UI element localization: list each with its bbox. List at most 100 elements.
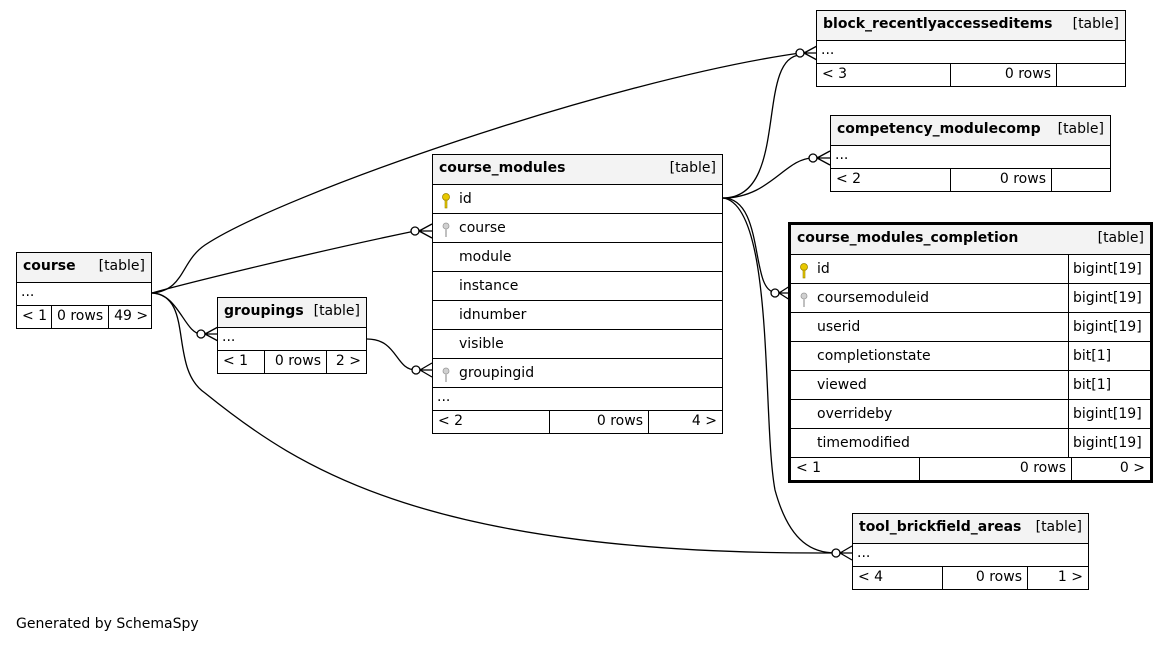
column-row: coursemoduleid bigint[19]: [791, 284, 1150, 313]
table-block-recentlyaccesseditems[interactable]: block_recentlyaccesseditems [table] ... …: [816, 10, 1126, 87]
row-count: 0 rows: [919, 458, 1071, 480]
table-footer: < 1 0 rows 49 >: [17, 306, 151, 328]
row-count: 0 rows: [549, 411, 648, 433]
column-name: timemodified: [817, 435, 910, 451]
table-competency-modulecomp[interactable]: competency_modulecomp [table] ... < 2 0 …: [830, 115, 1111, 192]
more-columns: ...: [433, 388, 722, 411]
column-type: bigint[19]: [1068, 400, 1150, 428]
table-footer: < 2 0 rows 4 >: [433, 411, 722, 433]
table-footer: < 3 0 rows: [817, 64, 1125, 86]
children-count: 4 >: [648, 411, 722, 433]
parents-count: < 2: [438, 413, 464, 429]
column-type: bigint[19]: [1068, 255, 1150, 283]
children-count: 49 >: [108, 306, 153, 328]
table-header: competency_modulecomp [table]: [831, 116, 1110, 146]
primary-key-icon: [799, 261, 809, 289]
column-name: completionstate: [817, 348, 931, 364]
table-type: [table]: [1057, 121, 1104, 137]
children-count: [1051, 169, 1110, 191]
foreign-key-icon: [441, 365, 451, 393]
table-header: groupings [table]: [218, 298, 366, 328]
column-name: instance: [459, 278, 519, 294]
table-footer: < 1 0 rows 2 >: [218, 351, 366, 373]
more-columns: ...: [853, 544, 1088, 567]
column-row: id: [433, 185, 722, 214]
column-name: id: [817, 261, 830, 277]
parents-count: < 3: [822, 66, 848, 82]
primary-key-icon: [441, 191, 451, 219]
column-row: userid bigint[19]: [791, 313, 1150, 342]
column-name: userid: [817, 319, 861, 335]
table-name: groupings: [224, 303, 304, 319]
children-count: 1 >: [1027, 567, 1088, 589]
table-type: [table]: [1097, 230, 1144, 246]
table-header: block_recentlyaccesseditems [table]: [817, 11, 1125, 41]
table-type: [table]: [669, 160, 716, 176]
table-footer: < 2 0 rows: [831, 169, 1110, 191]
table-name: course_modules: [439, 160, 566, 176]
column-name: course: [459, 220, 506, 236]
column-type: bigint[19]: [1068, 284, 1150, 312]
column-name: visible: [459, 336, 504, 352]
table-tool-brickfield-areas[interactable]: tool_brickfield_areas [table] ... < 4 0 …: [852, 513, 1089, 590]
row-count: 0 rows: [950, 64, 1056, 86]
table-name: block_recentlyaccesseditems: [823, 16, 1053, 32]
table-name: tool_brickfield_areas: [859, 519, 1022, 535]
more-columns: ...: [831, 146, 1110, 169]
table-course-modules-completion[interactable]: course_modules_completion [table] id big…: [788, 222, 1153, 483]
children-count: [1056, 64, 1125, 86]
row-count: 0 rows: [51, 306, 108, 328]
edge-course-course-modules: [151, 230, 416, 294]
table-footer: < 1 0 rows 0 >: [791, 458, 1150, 480]
children-count: 2 >: [326, 351, 366, 373]
column-row: overrideby bigint[19]: [791, 400, 1150, 429]
table-name: course: [23, 258, 76, 274]
edge-course-tool-brickfield-areas: [151, 292, 837, 554]
more-columns: ...: [817, 41, 1125, 64]
children-count: 0 >: [1071, 458, 1150, 480]
row-count: 0 rows: [942, 567, 1027, 589]
row-count: 0 rows: [950, 169, 1051, 191]
column-row: visible: [433, 330, 722, 359]
table-type: [table]: [98, 258, 145, 274]
more-columns: ...: [17, 283, 151, 306]
table-header: course [table]: [17, 253, 151, 283]
column-row: id bigint[19]: [791, 255, 1150, 284]
column-row: course: [433, 214, 722, 243]
edge-groupings-course-modules: [366, 338, 417, 371]
column-type: bigint[19]: [1068, 313, 1150, 341]
foreign-key-icon: [441, 220, 451, 248]
row-count: 0 rows: [264, 351, 326, 373]
table-groupings[interactable]: groupings [table] ... < 1 0 rows 2 >: [217, 297, 367, 374]
column-name: module: [459, 249, 512, 265]
parents-count: < 1: [796, 460, 822, 476]
column-row: groupingid: [433, 359, 722, 388]
column-name: viewed: [817, 377, 867, 393]
parents-count: < 1: [22, 308, 48, 324]
table-header: tool_brickfield_areas [table]: [853, 514, 1088, 544]
parents-count: < 2: [836, 171, 862, 187]
table-name: course_modules_completion: [797, 230, 1019, 246]
edge-course-block-recentlyaccesseditems: [151, 52, 801, 294]
table-type: [table]: [1035, 519, 1082, 535]
table-header: course_modules_completion [table]: [791, 225, 1150, 255]
column-type: bigint[19]: [1068, 429, 1150, 457]
column-name: groupingid: [459, 365, 535, 381]
column-row: timemodified bigint[19]: [791, 429, 1150, 458]
column-row: idnumber: [433, 301, 722, 330]
table-course[interactable]: course [table] ... < 1 0 rows 49 >: [16, 252, 152, 329]
parents-count: < 1: [223, 353, 249, 369]
column-name: overrideby: [817, 406, 893, 422]
generated-by-label: Generated by SchemaSpy: [16, 616, 199, 632]
column-name: idnumber: [459, 307, 527, 323]
table-footer: < 4 0 rows 1 >: [853, 567, 1088, 589]
table-header: course_modules [table]: [433, 155, 722, 185]
column-row: viewed bit[1]: [791, 371, 1150, 400]
table-course-modules[interactable]: course_modules [table] id course module …: [432, 154, 723, 434]
edge-course-modules-course-modules-completion: [722, 197, 776, 293]
column-type: bit[1]: [1068, 342, 1150, 370]
edge-course-modules-block-recentlyaccesseditems: [722, 54, 801, 199]
edge-course-modules-competency-modulecomp: [722, 157, 814, 199]
table-type: [table]: [1072, 16, 1119, 32]
